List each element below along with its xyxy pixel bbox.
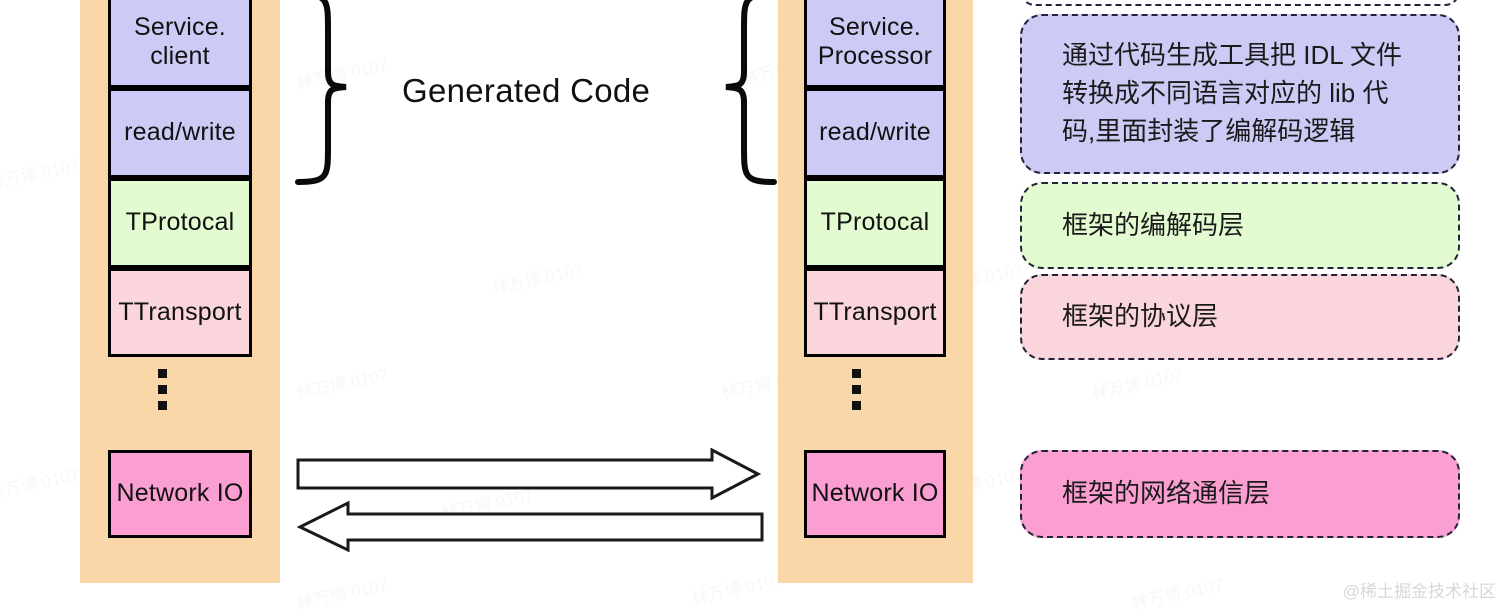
- server-layer-label: Service.Processor: [817, 12, 933, 71]
- client-layer-network-io: Network IO: [108, 450, 252, 538]
- watermark-tile: 林万博 0107: [294, 365, 390, 404]
- server-layer-label: TTransport: [813, 297, 937, 326]
- server-layer-ttransport: TTransport: [804, 268, 946, 357]
- source-attribution-watermark: @稀土掘金技术社区: [1342, 582, 1496, 601]
- annotation-network-layer-note: 框架的网络通信层: [1020, 450, 1460, 538]
- left-brace-icon: [295, 0, 347, 185]
- request-arrow: [296, 448, 762, 500]
- watermark-tile: 林万博 0107: [1129, 575, 1225, 612]
- server-layer-service-processor: Service.Processor: [804, 0, 946, 88]
- annotation-text: 框架的编解码层: [1062, 209, 1245, 240]
- annotation-protocol-layer-note: 框架的协议层: [1020, 274, 1460, 360]
- client-layer-read-write: read/write: [108, 88, 252, 178]
- watermark-tile: 林万博 0107: [0, 465, 81, 504]
- annotation-codec-layer-note: 框架的编解码层: [1020, 182, 1460, 269]
- client-layer-tprotocal: TProtocal: [108, 178, 252, 268]
- watermark-tile: 林万博 0107: [1089, 365, 1185, 404]
- annotation-text: 框架的网络通信层: [1062, 478, 1271, 509]
- server-layer-read-write: read/write: [804, 88, 946, 178]
- annotation-codegen-note: 通过代码生成工具把 IDL 文件转换成不同语言对应的 lib 代码,里面封装了编…: [1020, 14, 1460, 174]
- client-layer-service-client: Service.client: [108, 0, 252, 88]
- response-arrow: [296, 500, 764, 552]
- watermark-tile: 林万博 0107: [489, 260, 585, 299]
- client-layer-label: read/write: [124, 118, 236, 147]
- server-ellipsis-icon: [852, 369, 861, 410]
- client-layer-ttransport: TTransport: [108, 268, 252, 357]
- client-layer-label: Service.client: [134, 12, 226, 71]
- client-layer-label: TTransport: [118, 297, 242, 326]
- annotation-text: 通过代码生成工具把 IDL 文件转换成不同语言对应的 lib 代码,里面封装了编…: [1062, 40, 1402, 146]
- server-layer-network-io: Network IO: [804, 450, 946, 538]
- watermark-tile: 林万博 0107: [689, 570, 785, 609]
- watermark-tile: 林万博 0107: [294, 575, 390, 612]
- client-ellipsis-icon: [158, 369, 167, 410]
- right-brace-icon: [725, 0, 777, 185]
- client-layer-label: TProtocal: [125, 208, 235, 237]
- server-layer-label: Network IO: [811, 479, 939, 508]
- server-layer-label: TProtocal: [820, 208, 930, 237]
- generated-code-label: Generated Code: [402, 72, 651, 109]
- watermark-tile: 林万博 0107: [0, 155, 81, 194]
- client-layer-label: Network IO: [116, 479, 244, 508]
- server-layer-label: read/write: [819, 118, 931, 147]
- server-layer-tprotocal: TProtocal: [804, 178, 946, 268]
- annotation-text: 框架的协议层: [1062, 301, 1219, 332]
- annotation-clipped-top: [1020, 0, 1460, 6]
